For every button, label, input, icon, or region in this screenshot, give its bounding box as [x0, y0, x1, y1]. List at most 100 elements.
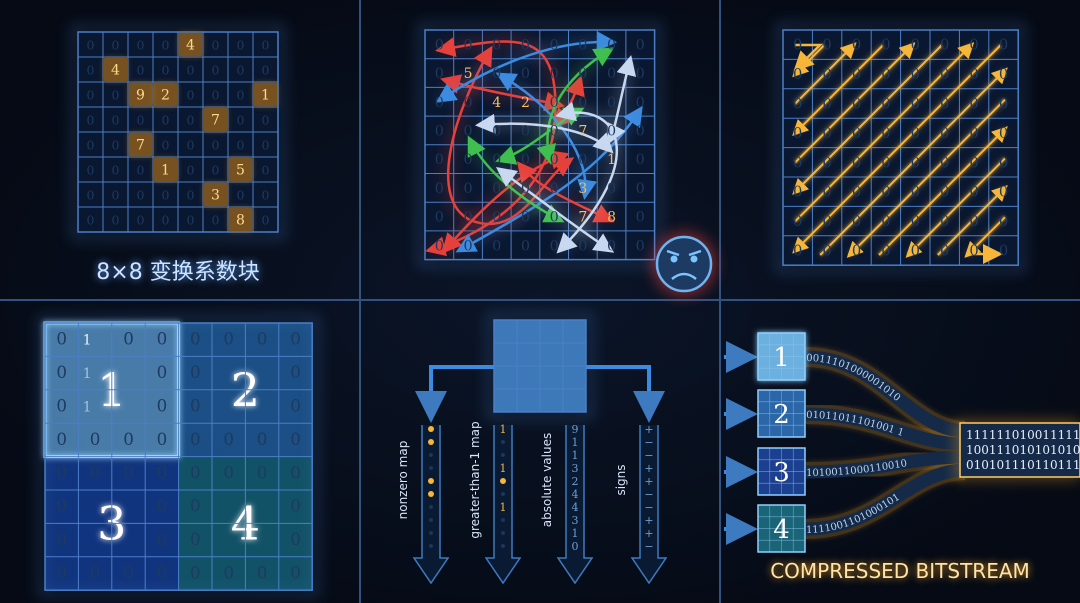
syntax-dot	[429, 531, 433, 535]
zero-value: 0	[187, 213, 195, 228]
zero-value: 0	[999, 37, 1008, 54]
zero-value: 0	[137, 213, 145, 228]
zero-value: 0	[881, 96, 890, 113]
down-arrow	[556, 425, 594, 585]
stream-band	[805, 463, 966, 536]
zero-value: 0	[521, 37, 530, 53]
angry-face-icon	[652, 232, 716, 296]
zigzag-arrow	[878, 126, 1008, 256]
syntax-value: 1	[500, 462, 507, 475]
zero-value: 0	[435, 152, 444, 168]
zero-value: 0	[969, 37, 978, 54]
zero-value: 0	[578, 238, 587, 254]
syntax-value: 1	[500, 501, 507, 514]
syntax-dot	[429, 505, 433, 509]
zero-value: 0	[112, 213, 120, 228]
zero-value: 0	[636, 210, 645, 226]
zero-value: 0	[636, 37, 645, 53]
zero-value: 0	[940, 184, 949, 201]
zero-value: 0	[822, 243, 831, 260]
syntax-value: 3	[572, 462, 579, 475]
zero-value: 0	[237, 38, 245, 53]
zero-value: 0	[435, 66, 444, 82]
zero-value: 0	[87, 38, 95, 53]
coefficient-block-caption: 8×8 变换系数块	[96, 260, 260, 285]
zero-value: 0	[793, 213, 802, 230]
syntax-column: nonzero map	[396, 425, 450, 585]
zero-value: 0	[969, 213, 978, 230]
syntax-dot	[428, 439, 434, 445]
zero-value: 0	[237, 113, 245, 128]
zero-value: 0	[607, 181, 616, 197]
zero-value: 0	[257, 462, 268, 482]
stream-band	[805, 350, 966, 438]
coefficient-value: 1	[607, 152, 616, 168]
syntax-value: 4	[572, 488, 579, 501]
zero-value: 0	[550, 123, 559, 139]
coefficient-value: 5	[464, 66, 473, 82]
zero-value: 0	[87, 188, 95, 203]
stream-band	[805, 450, 966, 479]
zero-value: 0	[262, 138, 270, 153]
zero-value: 0	[521, 210, 530, 226]
merged-bits: 0101011101101110111100	[966, 458, 1080, 472]
zero-value: 0	[492, 238, 501, 254]
zero-value: 0	[969, 184, 978, 201]
nonzero-coefficient: 1	[261, 88, 270, 104]
grid-glow	[776, 23, 1026, 273]
zero-value: 0	[112, 38, 120, 53]
zero-value: 0	[521, 181, 530, 197]
zero-value: 0	[911, 184, 920, 201]
zero-value: 0	[187, 63, 195, 78]
zero-value: 0	[822, 96, 831, 113]
zero-value: 0	[852, 184, 861, 201]
zero-value: 0	[911, 213, 920, 230]
face-eye	[690, 255, 698, 263]
zero-value: 0	[999, 96, 1008, 113]
zero-value: 0	[212, 138, 220, 153]
zero-value: 0	[212, 63, 220, 78]
zero-value: 0	[463, 95, 472, 111]
syntax-value: −	[644, 436, 653, 449]
syntax-value: −	[644, 501, 653, 514]
zero-value: 0	[463, 210, 472, 226]
zero-value: 0	[550, 210, 559, 226]
syntax-value: 0	[572, 540, 579, 553]
zigzag-arrow	[905, 157, 1006, 258]
grid-glow	[487, 313, 593, 419]
nonzero-cell-glow	[204, 183, 227, 206]
zero-value: 0	[636, 95, 645, 111]
nonzero-cell-glow	[104, 58, 127, 81]
zero-value: 0	[137, 63, 145, 78]
zero-value: 0	[521, 152, 530, 168]
face-features	[666, 249, 702, 280]
zero-value: 0	[262, 113, 270, 128]
zero-value: 0	[223, 329, 234, 349]
zero-value: 0	[187, 88, 195, 103]
nonzero-coefficient: 2	[161, 88, 170, 104]
zero-value: 0	[911, 66, 920, 83]
nonzero-cell-glow	[204, 108, 227, 131]
zero-value: 0	[969, 96, 978, 113]
syntax-value: −	[644, 449, 653, 462]
syntax-column: +−−++−−++−signs	[614, 423, 668, 585]
zero-value: 0	[262, 213, 270, 228]
zero-value: 0	[881, 66, 890, 83]
zero-value: 0	[636, 66, 645, 82]
zero-value: 0	[607, 123, 616, 139]
zero-value: 0	[492, 210, 501, 226]
zero-value: 0	[969, 243, 978, 260]
zero-value: 0	[578, 152, 587, 168]
zero-value: 0	[822, 66, 831, 83]
zigzag-arrow	[794, 42, 916, 164]
zero-value: 0	[940, 96, 949, 113]
zero-value: 0	[793, 184, 802, 201]
zero-value: 0	[911, 125, 920, 142]
zero-value: 0	[190, 329, 201, 349]
zigzag-arrow	[792, 44, 884, 137]
syntax-dot	[500, 478, 506, 484]
zero-value: 0	[550, 238, 559, 254]
